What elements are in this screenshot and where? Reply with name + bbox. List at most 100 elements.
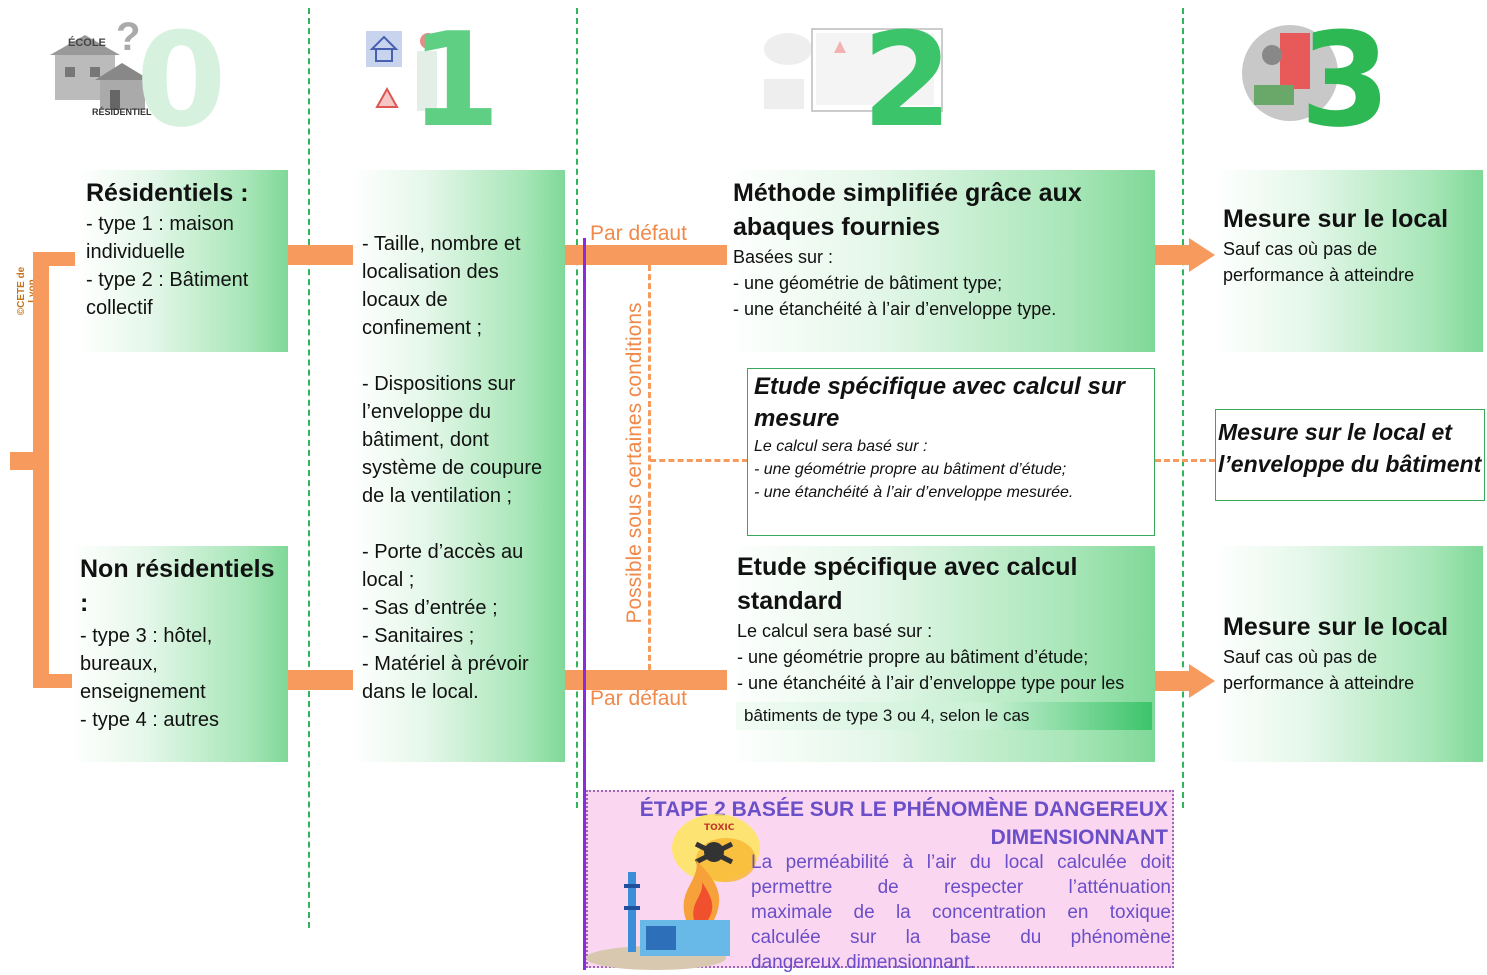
- non-residentiels-title: Non résidentiels :: [80, 555, 275, 617]
- connector-bottom-2-3: [1155, 671, 1191, 691]
- measure-local-envelope-box: Mesure sur le local et l’enveloppe du bâ…: [1215, 409, 1485, 501]
- bracket-stub: [10, 452, 34, 470]
- connector-bottom-0-1: [288, 670, 353, 690]
- confinement-line: - Taille, nombre et: [362, 233, 521, 255]
- specific-measure-title-line: mesure: [754, 405, 840, 432]
- specific-standard-line: - une géométrie propre au bâtiment d’étu…: [737, 647, 1089, 667]
- separator-line: [1182, 8, 1184, 808]
- stage-2-header: 2: [760, 15, 960, 145]
- toxic-fire-icon: TOXIC: [586, 814, 760, 970]
- separator-line: [576, 8, 578, 808]
- building-sign-icon: [366, 31, 437, 111]
- confinement-line: [362, 342, 557, 370]
- connector-top-2-3: [1155, 245, 1191, 265]
- confinement-line: bâtiment, dont: [362, 429, 489, 451]
- room-plan-icon: [764, 28, 943, 112]
- confinement-line: - Matériel à prévoir: [362, 653, 529, 675]
- confinement-line: système de coupure: [362, 457, 543, 479]
- specific-standard-last-line: bâtiments de type 3 ou 4, selon le cas: [736, 702, 1152, 730]
- specific-standard-line: Le calcul sera basé sur :: [737, 621, 933, 641]
- hazard-panel: ÉTAPE 2 BASÉE SUR LE PHÉNOMÈNE DANGEREUX…: [586, 790, 1174, 973]
- confinement-line: locaux de: [362, 289, 448, 311]
- hazard-text: La perméabilité à l’air du local calculé…: [751, 850, 1171, 975]
- purple-divider: [583, 238, 586, 970]
- confinement-line: - Porte d’accès au: [362, 541, 524, 563]
- measurement-equipment-icon: [1242, 25, 1338, 121]
- conditional-vertical-dash: [648, 265, 651, 670]
- hazard-line: permettre de respecter l’atténuation: [751, 877, 1171, 898]
- arrow-right-icon: [1189, 238, 1215, 272]
- measure-local-top-line: performance à atteindre: [1223, 265, 1415, 285]
- stage-0-icon-top-label: ÉCOLE: [68, 37, 106, 49]
- confinement-line: - Dispositions sur: [362, 373, 516, 395]
- stage-0-header: ÉCOLE ? RÉSIDENTIEL 0: [50, 15, 230, 145]
- hazard-line: dangereux dimensionnant.: [751, 952, 975, 973]
- residentiels-line: individuelle: [86, 241, 185, 263]
- measure-local-top-line: Sauf cas où pas de: [1223, 239, 1378, 259]
- stage-1-header: 1: [360, 15, 500, 145]
- specific-standard-last-text: bâtiments de type 3 ou 4, selon le cas: [744, 706, 1030, 725]
- non-residentiels-line: - type 4 : autres: [80, 709, 219, 731]
- stage-1-number: 1: [410, 4, 501, 156]
- simplified-title-line: Méthode simplifiée grâce aux: [733, 179, 1082, 207]
- hazard-title-line: DIMENSIONNANT: [990, 826, 1168, 849]
- non-residentiels-line: - type 3 : hôtel,: [80, 625, 213, 647]
- conditional-horizontal-dash: [650, 459, 748, 462]
- simplified-line: - une étanchéité à l’air d’enveloppe typ…: [733, 299, 1057, 319]
- confinement-line: - Sanitaires ;: [362, 625, 475, 647]
- hazard-line: La perméabilité à l’air du local calculé…: [751, 852, 1171, 873]
- par-defaut-bottom-label: Par défaut: [590, 687, 687, 710]
- confinement-line: l’enveloppe du: [362, 401, 491, 423]
- measure-local-top-box: Mesure sur le local Sauf cas où pas de p…: [1215, 170, 1483, 352]
- measure-local-bottom-title: Mesure sur le local: [1223, 613, 1449, 641]
- confinement-line: local ;: [362, 569, 415, 591]
- measure-envelope-title-line: Mesure sur le local et: [1218, 419, 1452, 445]
- confinement-line: dans le local.: [362, 681, 479, 703]
- connector-top-1-2: [565, 245, 727, 265]
- hazard-line: maximale de la concentration en toxique: [751, 902, 1171, 923]
- specific-measure-box: Etude spécifique avec calcul sur mesure …: [747, 368, 1155, 536]
- measure-local-bottom-box: Mesure sur le local Sauf cas où pas de p…: [1215, 546, 1483, 762]
- specific-standard-title-line: standard: [737, 587, 843, 615]
- specific-standard-line: - une étanchéité à l’air d’enveloppe typ…: [737, 673, 1125, 693]
- confinement-line: localisation des: [362, 261, 499, 283]
- hazard-line: calculée sur la base du phénomène: [751, 927, 1171, 948]
- simplified-line: - une géométrie de bâtiment type;: [733, 273, 1003, 293]
- residentiels-line: - type 1 : maison: [86, 213, 234, 235]
- bracket-bottom: [33, 674, 75, 688]
- measure-local-top-title: Mesure sur le local: [1223, 205, 1449, 233]
- school-building-icon: [50, 35, 150, 110]
- simplified-title-line: abaques fournies: [733, 213, 940, 241]
- separator-line: [308, 8, 310, 928]
- stage-3-header: 3: [1240, 15, 1400, 145]
- specific-standard-title-line: Etude spécifique avec calcul: [737, 553, 1078, 581]
- conditional-label: Possible sous certaines conditions: [623, 302, 646, 624]
- stage-3-number: 3: [1300, 4, 1391, 156]
- residentiels-line: - type 2 : Bâtiment: [86, 269, 249, 291]
- bracket-vertical: [33, 252, 49, 688]
- stage-0-icon-bottom-label: RÉSIDENTIEL: [92, 107, 152, 117]
- connector-middle-2-3: [1155, 459, 1215, 462]
- par-defaut-top-label: Par défaut: [590, 222, 687, 245]
- hazard-title-line: ÉTAPE 2 BASÉE SUR LE PHÉNOMÈNE DANGEREUX: [639, 798, 1168, 821]
- toxic-label: TOXIC: [704, 823, 735, 833]
- specific-measure-line: Le calcul sera basé sur :: [754, 438, 928, 455]
- residentiels-line: collectif: [86, 297, 153, 319]
- confinement-line: confinement ;: [362, 317, 483, 339]
- residentiels-title: Résidentiels :: [86, 179, 249, 207]
- non-residentiels-line: bureaux, enseignement: [80, 653, 206, 703]
- simplified-line: Basées sur :: [733, 247, 834, 267]
- measure-envelope-title-line: l’enveloppe du bâtiment: [1218, 451, 1482, 477]
- residentiels-box: Résidentiels : - type 1 : maison individ…: [78, 170, 288, 352]
- stage-0-number: 0: [136, 4, 227, 156]
- confinement-line: [362, 510, 557, 538]
- confinement-box: - Taille, nombre et localisation des loc…: [353, 170, 565, 762]
- connector-top-0-1: [288, 245, 353, 265]
- specific-measure-title-line: Etude spécifique avec calcul sur: [754, 373, 1125, 400]
- stage-2-number: 2: [862, 4, 953, 156]
- non-residentiels-box: Non résidentiels : - type 3 : hôtel, bur…: [72, 546, 288, 762]
- bracket-top: [33, 252, 75, 266]
- connector-bottom-1-2: [565, 670, 727, 690]
- confinement-line: de la ventilation ;: [362, 485, 513, 507]
- specific-measure-line: - une géométrie propre au bâtiment d’étu…: [754, 461, 1067, 478]
